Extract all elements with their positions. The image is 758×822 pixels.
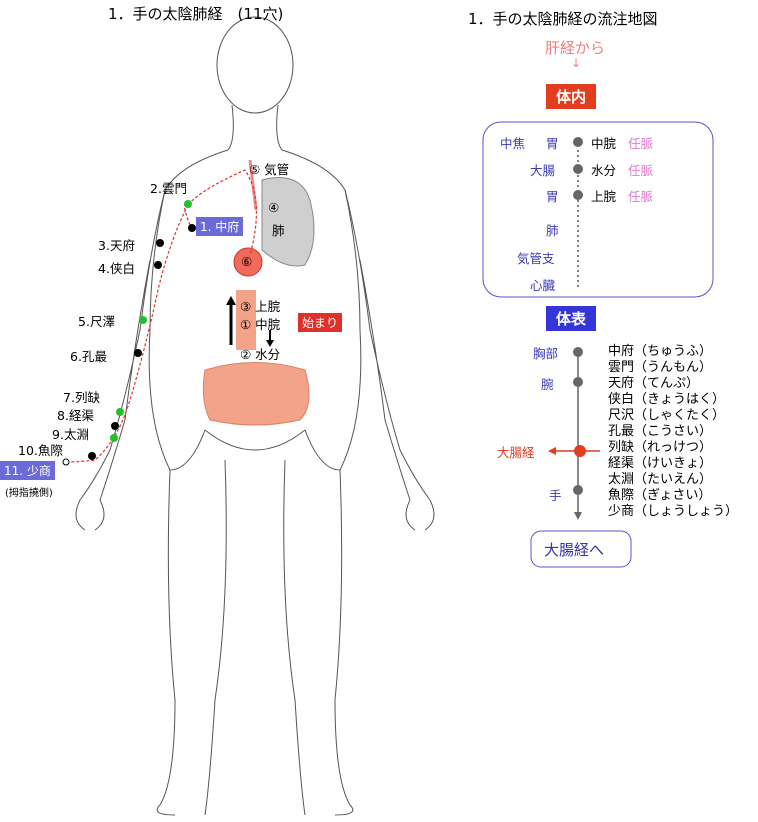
surface-point: 中府（ちゅうふ） — [608, 344, 713, 359]
start-label: 始まり — [298, 313, 343, 332]
end-point-label: 11. 少商 — [0, 461, 55, 480]
left-leg-outline — [156, 459, 227, 816]
left-arm-outline — [79, 189, 166, 501]
point-dot — [184, 200, 192, 208]
surface-left-1: 腕 — [541, 377, 554, 392]
surface-left-3: 手 — [549, 488, 562, 503]
inner-point-2: 上脘 — [591, 189, 617, 204]
surface-point: 少商（しょうしょう） — [608, 504, 739, 519]
inner-header: 体内 — [546, 84, 597, 109]
right-hand-outline — [405, 499, 435, 531]
point-label-8: 8.経渠 — [57, 408, 94, 423]
point-dot — [139, 316, 147, 324]
left-hand-outline — [75, 499, 105, 531]
surface-dot — [573, 347, 583, 357]
inner-left-5: 心臓 — [530, 278, 556, 293]
to-box — [530, 530, 632, 568]
point-dot — [88, 452, 96, 460]
lung-shape — [261, 177, 315, 267]
point-dot — [116, 408, 124, 416]
intestine-shape — [202, 362, 310, 426]
point-label-4: 4.侠白 — [98, 261, 135, 276]
from-label: 肝経から — [545, 39, 606, 57]
inner-dot — [573, 137, 583, 147]
point-dot — [188, 224, 196, 232]
trachea-label: ⑤ 気管 — [249, 162, 290, 177]
surface-point: 侠白（きょうはく） — [608, 392, 726, 407]
pelvis-outline — [169, 429, 341, 471]
inner-dot — [573, 164, 583, 174]
surface-point: 孔最（こうさい） — [608, 424, 713, 439]
point-dot — [134, 349, 142, 357]
inner-vessel-1: 任脈 — [628, 163, 654, 178]
inner-left-0: 中焦 — [500, 136, 526, 151]
surface-left-2: 大腸経 — [497, 445, 535, 460]
surface-left-0: 胸部 — [533, 346, 559, 361]
point-label-6: 6.孔最 — [70, 349, 107, 364]
surface-point-list: 中府（ちゅうふ） 雲門（うんもん） 天府（てんぷ） 侠白（きょうはく） 尺沢（し… — [608, 344, 738, 520]
point-label-9: 9.太淵 — [52, 427, 89, 442]
inner-left-1: 大腸 — [530, 163, 556, 178]
right-arm-outline — [344, 189, 431, 501]
heart-shape — [233, 247, 263, 277]
point-dot — [111, 422, 119, 430]
surface-point: 列缺（れっけつ） — [608, 440, 713, 455]
branch-dot — [574, 445, 586, 457]
point-label-7: 7.列缺 — [63, 390, 100, 405]
point-label-10: 10.魚際 — [18, 443, 63, 458]
trachea-shape — [248, 159, 258, 211]
surface-dot — [573, 377, 583, 387]
surface-header: 体表 — [546, 306, 597, 331]
right-title: 1．手の太陰肺経の流注地図 — [468, 10, 658, 28]
torso-outline — [148, 149, 362, 471]
surface-point: 魚際（ぎょさい） — [608, 488, 712, 503]
surface-point: 経渠（けいきょ） — [608, 456, 713, 471]
middle-stomach-label: ① 中脘 — [240, 317, 281, 332]
left-title: 1．手の太陰肺経 (11穴) — [108, 5, 284, 23]
point-dot — [110, 434, 118, 442]
point-dot — [156, 239, 164, 247]
inner-point-1: 水分 — [591, 163, 617, 178]
surface-dot — [573, 485, 583, 495]
point-dot — [62, 458, 70, 466]
from-arrow: ↓ — [571, 56, 582, 70]
head-outline — [216, 16, 294, 114]
inner-left-4: 気管支 — [517, 251, 555, 266]
surface-point: 雲門（うんもん） — [608, 360, 713, 375]
inner-dot — [573, 190, 583, 200]
point-label-3: 3.天府 — [98, 238, 135, 253]
stomach-column — [236, 290, 256, 350]
heart-label: ⑥ — [241, 254, 253, 269]
surface-point: 太淵（たいえん） — [608, 472, 713, 487]
surface-point: 尺沢（しゃくたく） — [608, 408, 726, 423]
inner-vessel-2: 任脈 — [628, 189, 654, 204]
inner-left-3: 肺 — [546, 223, 559, 238]
point-label-5: 5.尺澤 — [78, 314, 115, 329]
inner-left-2: 胃 — [546, 189, 559, 204]
lung-label: 肺 — [272, 223, 285, 238]
start-point-label: 1. 中府 — [196, 217, 244, 236]
inner-vessel-0: 任脈 — [628, 136, 654, 151]
water-label: ② 水分 — [240, 347, 281, 362]
to-label: 大腸経へ — [544, 541, 605, 559]
point-label-2: 2.雲門 — [150, 181, 187, 196]
inner-box — [482, 121, 714, 298]
point-dot — [154, 261, 162, 269]
lung-number: ④ — [268, 200, 280, 215]
upper-stomach-label: ③ 上脘 — [240, 299, 281, 314]
end-point-note: (拇指撓側) — [5, 488, 53, 499]
surface-point: 天府（てんぷ） — [608, 376, 700, 391]
right-leg-outline — [283, 459, 354, 816]
channel-line — [64, 169, 257, 463]
neck-outline — [227, 104, 283, 151]
inner-mid-0: 胃 — [546, 136, 559, 151]
inner-point-0: 中脘 — [591, 136, 617, 151]
